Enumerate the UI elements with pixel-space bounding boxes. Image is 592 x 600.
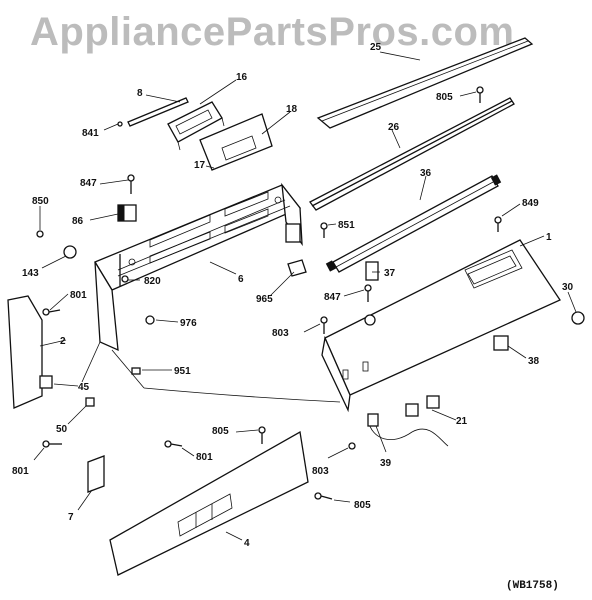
callout-801-upper: 801 [70,290,87,301]
screw-805-bottom [314,492,333,500]
part-8-bracket[interactable] [127,97,189,127]
part-37-lamp-holder[interactable] [365,261,379,281]
part-16-control-board[interactable] [167,101,225,151]
screw-803-lower [348,442,356,450]
screw-801-right [164,440,183,448]
part-36-lamp-tube[interactable] [325,174,502,273]
screw-847-mid [364,284,372,302]
part-26-trim-rail[interactable] [309,97,515,211]
part-143-knob[interactable] [63,245,77,259]
callout-847-top: 847 [80,178,97,189]
part-30-end-cap[interactable] [571,311,585,325]
callout-805-lower: 805 [212,426,229,437]
callout-6: 6 [238,274,244,285]
callout-37: 37 [384,268,396,279]
part-21-terminal-block[interactable] [405,395,440,417]
callout-976: 976 [180,318,197,329]
callout-850: 850 [32,196,49,207]
callout-36: 36 [420,168,432,179]
screw-801-left [42,440,62,448]
part-38-latch[interactable] [493,335,509,351]
callout-21: 21 [456,416,468,427]
part-25-top-trim[interactable] [316,37,534,129]
part-965-bracket[interactable] [287,259,307,277]
callout-841: 841 [82,128,99,139]
callout-805-bottom: 805 [354,500,371,511]
callout-849: 849 [522,198,539,209]
callout-50: 50 [56,424,68,435]
screw-849 [494,216,502,232]
leader-lines [33,51,577,541]
screw-847-top [127,174,135,194]
screw-851 [320,222,328,238]
callout-801-right: 801 [196,452,213,463]
callout-965: 965 [256,294,273,305]
callout-1: 1 [546,232,552,243]
callout-951: 951 [174,366,191,377]
callout-86: 86 [72,216,84,227]
clip-50 [85,397,95,407]
callout-4: 4 [244,538,250,549]
screw-805-top [476,86,484,103]
screw-803-mid [320,316,328,334]
part-4-lower-panel[interactable] [109,430,309,576]
callout-847-mid: 847 [324,292,341,303]
clip-951 [131,367,141,375]
callout-25: 25 [370,42,382,53]
screw-850 [36,230,44,238]
callout-26: 26 [388,122,400,133]
diagram-code: (WB1758) [506,580,559,592]
callout-803-lower: 803 [312,466,329,477]
watermark: AppliancePartsPros.com [30,10,515,54]
callout-851: 851 [338,220,355,231]
callout-7: 7 [68,512,74,523]
callout-143: 143 [22,268,39,279]
callout-16: 16 [236,72,248,83]
callout-805-top: 805 [436,92,453,103]
part-1-control-panel[interactable] [321,239,561,413]
screw-841 [117,121,123,127]
callout-17: 17 [194,160,206,171]
washer-976 [145,315,155,325]
part-18-switch-plate[interactable] [199,113,273,171]
screw-805-lower [258,426,266,444]
callout-803-mid: 803 [272,328,289,339]
screw-820 [121,275,129,283]
callout-30: 30 [562,282,574,293]
part-39-wire-harness[interactable] [367,413,449,447]
part-86-switch[interactable] [117,204,137,222]
callout-38: 38 [528,356,540,367]
callout-45: 45 [78,382,90,393]
callout-39: 39 [380,458,392,469]
part-7-clip[interactable] [87,455,105,493]
part-2-side-bracket[interactable] [7,295,53,409]
screw-801-upper [42,308,61,316]
callout-8: 8 [137,88,143,99]
callout-18: 18 [286,104,298,115]
callout-820: 820 [144,276,161,287]
callout-801-left: 801 [12,466,29,477]
part-6-backguard-frame[interactable] [94,182,303,352]
callout-2: 2 [60,336,66,347]
